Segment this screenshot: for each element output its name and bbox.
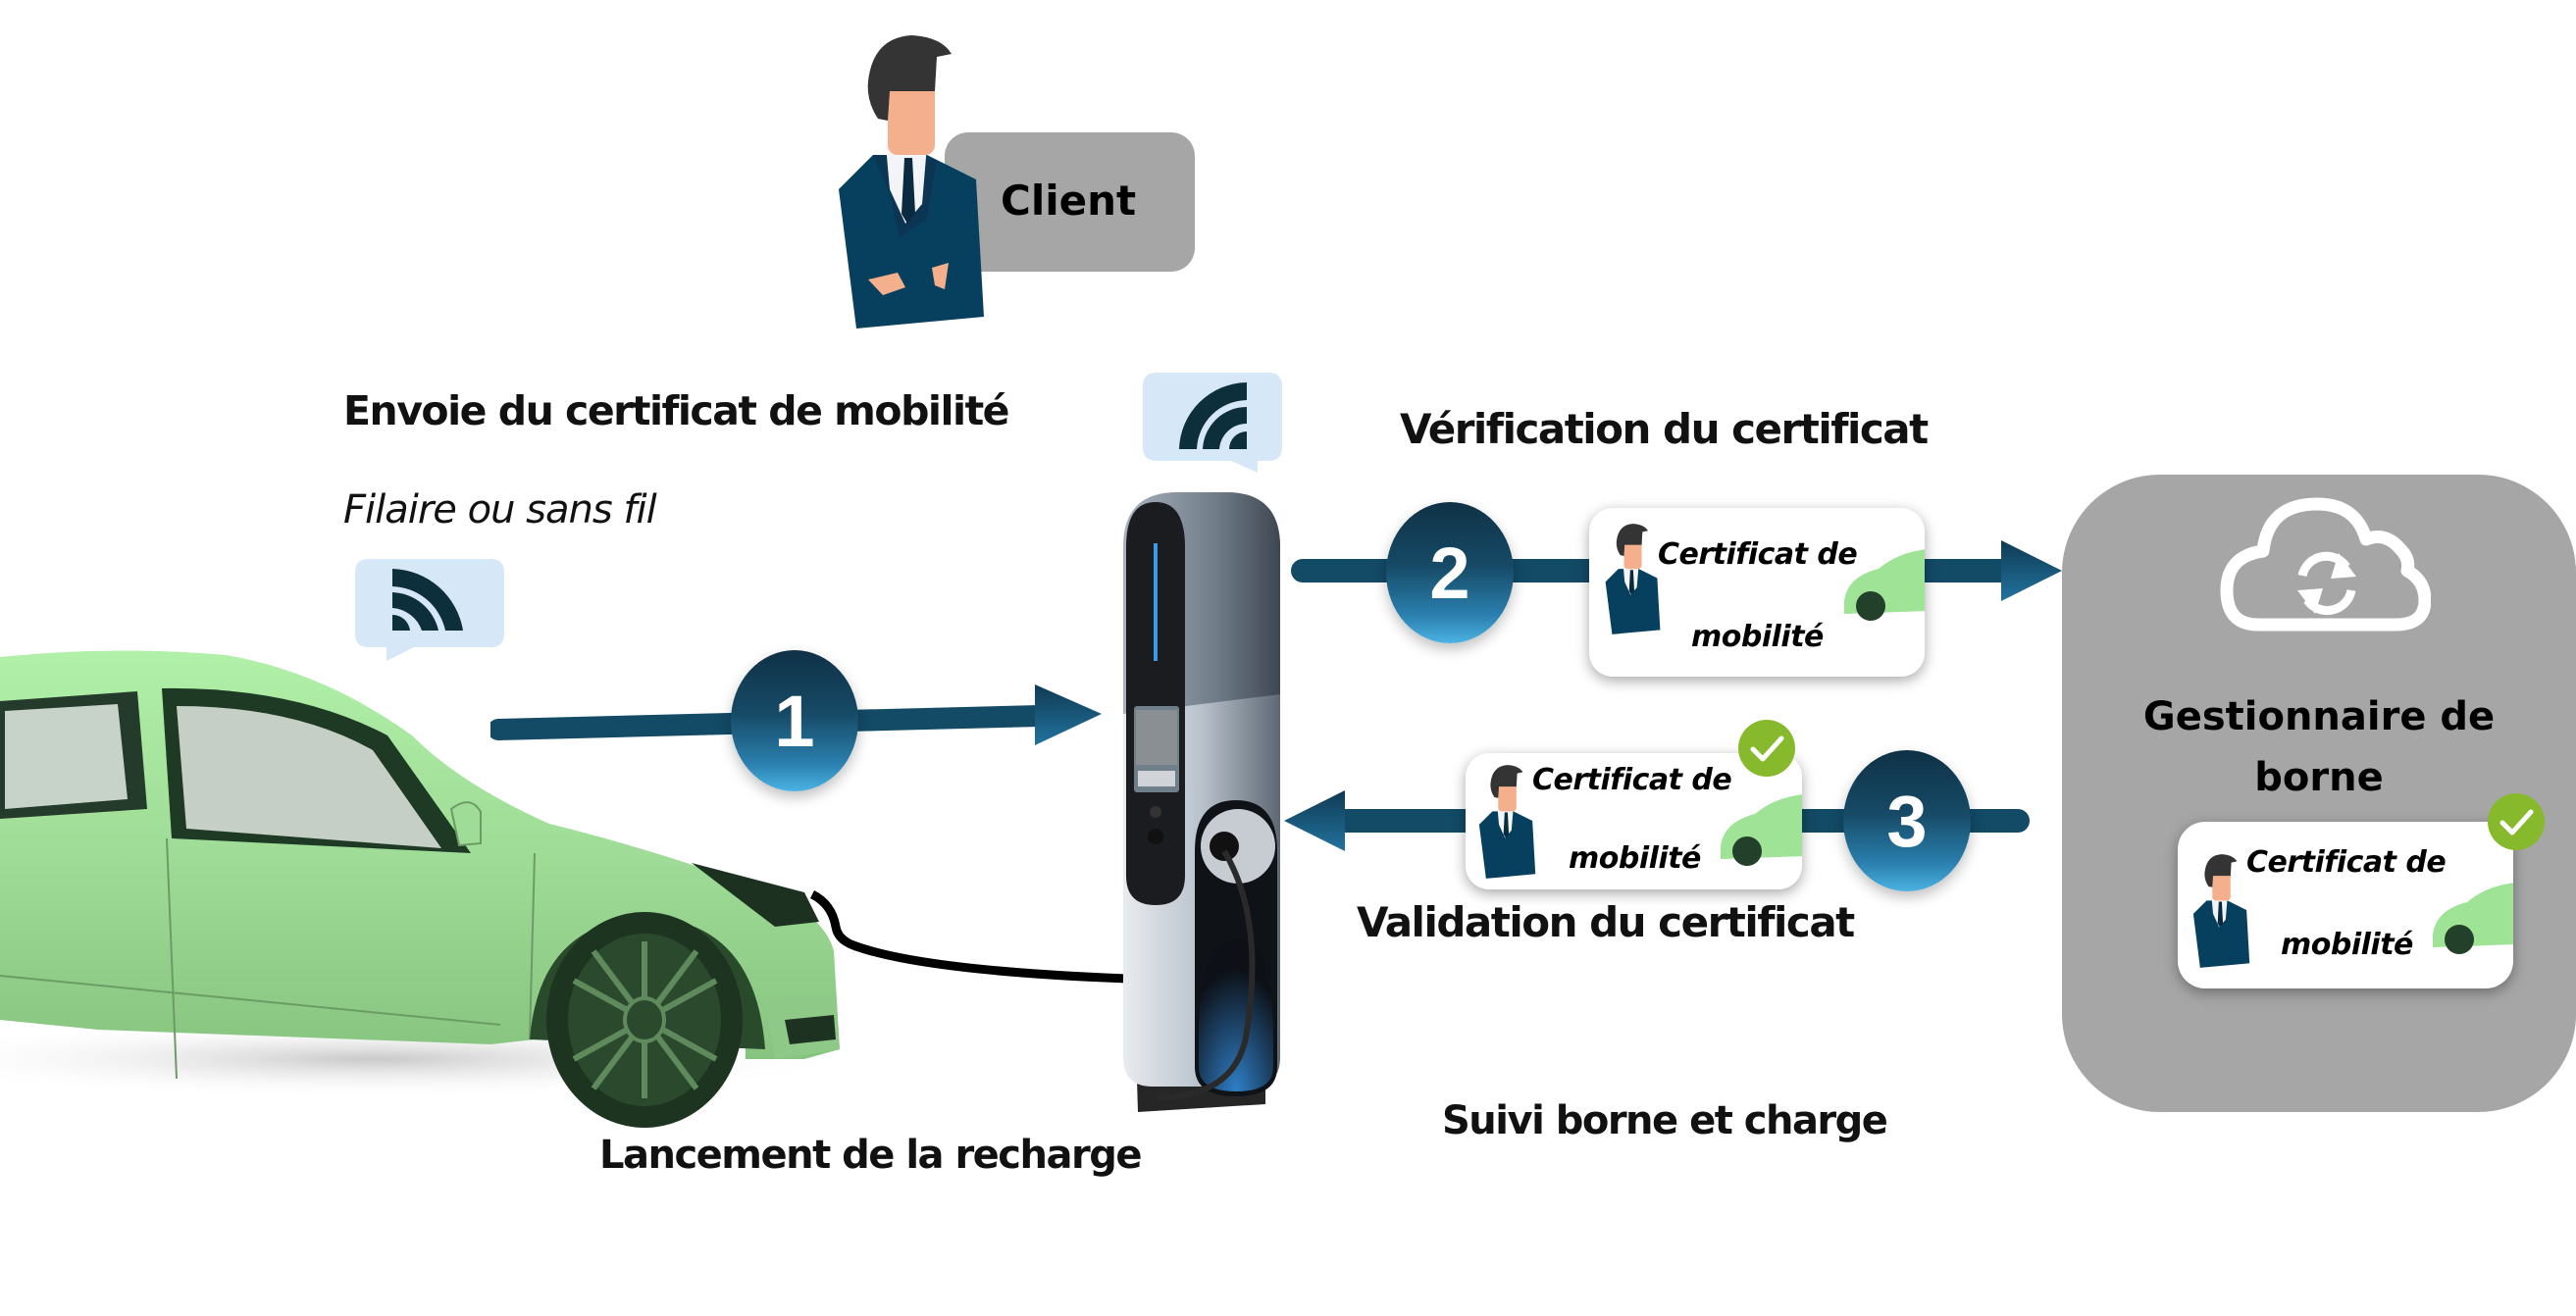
wifi-signal-icon [392, 569, 463, 631]
certificate-card-validated: Certificat de mobilité [1466, 753, 1802, 889]
manager-title-line1: Gestionnaire de [2142, 694, 2496, 739]
caption-monitoring: Suivi borne et charge [1442, 1098, 1888, 1143]
client-person-icon [1478, 765, 1536, 879]
manager-title-line2: borne [2254, 755, 2384, 800]
charging-cable [809, 889, 1129, 984]
caption-validation: Validation du certificat [1357, 898, 1855, 946]
car-thumbnail [1844, 549, 1925, 621]
cloud-sync-icon [2220, 497, 2431, 632]
certificate-title-line1: Certificat de [2246, 845, 2447, 880]
certificate-card-sent: Certificat de mobilité [1589, 508, 1925, 677]
charge-point-manager-box [2062, 475, 2576, 1112]
caption-send-certificate: Envoie du certificat de mobilité [343, 387, 1010, 434]
step-badge-2: 2 [1386, 502, 1514, 643]
certificate-card-stored: Certificat de mobilité [2178, 822, 2513, 988]
certificate-title-line1: Certificat de [1532, 763, 1732, 797]
client-person-icon [1605, 524, 1661, 634]
caption-connection-mode: Filaire ou sans fil [343, 487, 657, 532]
certificate-title-line1: Certificat de [1658, 537, 1858, 572]
car-wheel [546, 912, 743, 1128]
step-badge-1: 1 [731, 650, 858, 791]
charger-wireless-bubble [1143, 373, 1282, 473]
car-wireless-bubble [355, 559, 504, 661]
caption-charging-start: Lancement de la recharge [599, 1133, 1142, 1178]
client-label: Client [1001, 177, 1137, 225]
car-thumbnail [1721, 794, 1802, 866]
client-label-box [945, 132, 1195, 272]
certificate-title-line2: mobilité [1691, 620, 1824, 654]
check-icon [1738, 720, 1795, 777]
caption-verification: Vérification du certificat [1400, 405, 1929, 453]
step-badge-3: 3 [1843, 750, 1971, 891]
certificate-title-line2: mobilité [2281, 928, 2413, 962]
rfid-reader-icon [1150, 806, 1161, 818]
certificate-title-line2: mobilité [1569, 841, 1701, 876]
check-icon [2488, 793, 2545, 850]
car-thumbnail [2433, 883, 2513, 954]
charging-station [1123, 492, 1280, 1112]
electric-car [0, 650, 863, 1128]
client-person-icon [2192, 854, 2250, 968]
manager-title: Gestionnaire de borne [2062, 686, 2576, 808]
status-light [1154, 543, 1158, 661]
wifi-signal-icon [1179, 382, 1247, 449]
client-person-icon [839, 35, 984, 329]
